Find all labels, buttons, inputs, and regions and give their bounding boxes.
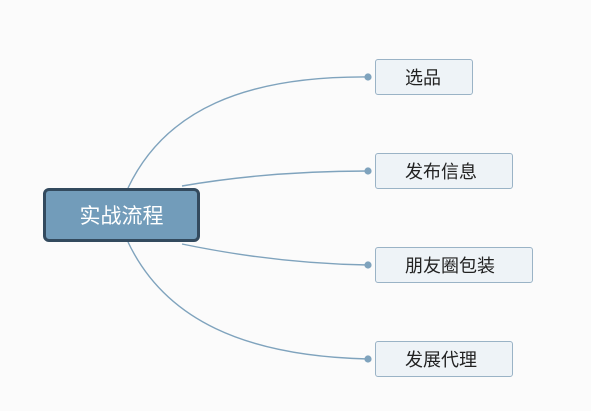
branch-node-4[interactable]: 发展代理 <box>375 341 513 377</box>
branch-node-3[interactable]: 朋友圈包装 <box>375 247 533 283</box>
branch-label-2: 发布信息 <box>405 162 477 183</box>
connector-dot-2 <box>364 167 372 175</box>
connector-dot-3 <box>364 261 372 269</box>
branch-label-3: 朋友圈包装 <box>405 256 495 277</box>
branch-label-4: 发展代理 <box>405 350 477 371</box>
connector-branch-2 <box>181 170 369 187</box>
branch-node-1[interactable]: 选品 <box>375 59 473 95</box>
connector-dot-1 <box>364 73 372 81</box>
connector-dot-4 <box>364 355 372 363</box>
central-topic[interactable]: 实战流程 <box>43 188 200 242</box>
connector-dots <box>364 73 372 363</box>
connector-branch-3 <box>181 243 369 266</box>
connector-branch-4 <box>127 241 369 360</box>
branch-node-2[interactable]: 发布信息 <box>375 153 513 189</box>
connector-branch-1 <box>127 76 369 189</box>
connectors <box>127 76 369 360</box>
branch-label-1: 选品 <box>405 68 441 89</box>
